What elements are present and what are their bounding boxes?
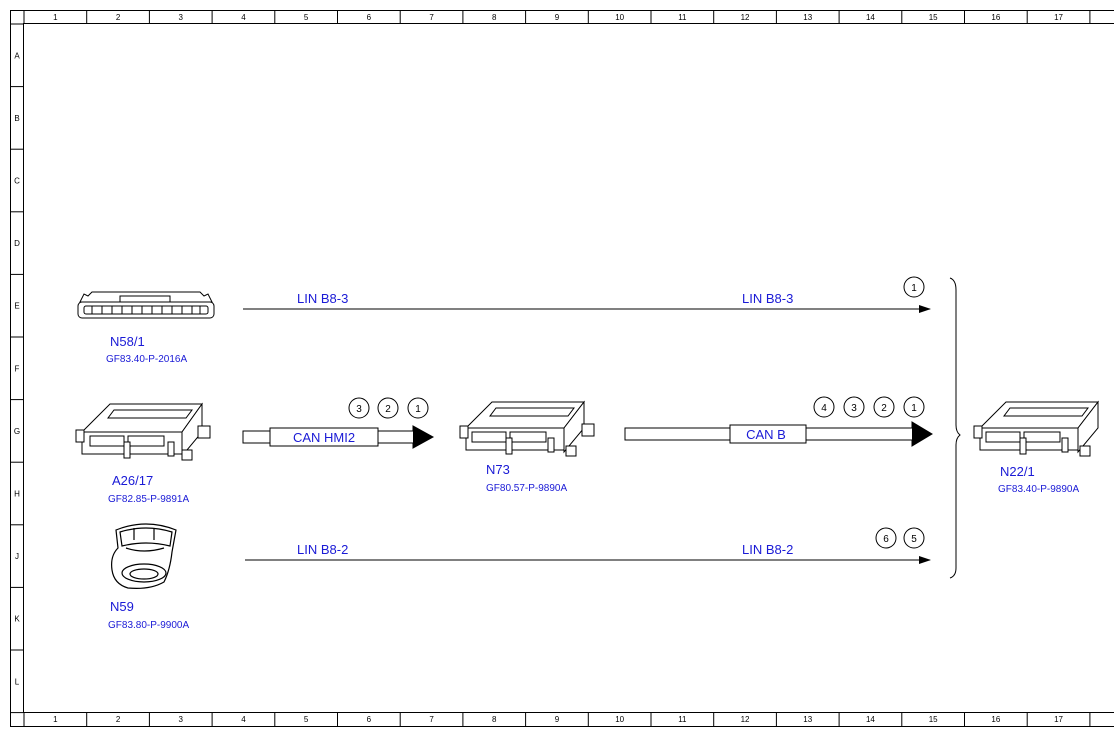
n22-1-module-icon — [973, 400, 1100, 457]
grid-column-label: 3 — [179, 715, 184, 724]
connector-circle: 2 — [873, 396, 895, 418]
lin-b8-3-label-left: LIN B8-3 — [297, 291, 348, 306]
connector-number: 2 — [385, 404, 391, 415]
grid-column-label: 13 — [803, 715, 812, 724]
n73-ref: GF80.57-P-9890A — [486, 483, 567, 494]
grid-column-label: 1 — [53, 13, 58, 22]
grid-column-label: 12 — [741, 715, 750, 724]
lin-b8-2-label-left: LIN B8-2 — [297, 542, 348, 557]
lin-b8-3-bus: LIN B8-3 LIN B8-3 1 — [243, 276, 931, 313]
grid-column-label: 8 — [492, 13, 497, 22]
grid-row-label: L — [15, 677, 20, 686]
connector-circle: 5 — [903, 527, 925, 549]
grid-column-label: 12 — [741, 13, 750, 22]
n59-ref: GF83.80-P-9900A — [108, 620, 189, 631]
grid-column-label: 17 — [1054, 715, 1063, 724]
grid-column-label: 11 — [678, 715, 687, 724]
grid-column-label: 4 — [241, 13, 246, 22]
grid-row-label: F — [15, 364, 20, 373]
connector-number: 1 — [911, 403, 917, 414]
grid-column-label: 7 — [429, 715, 434, 724]
connector-circle: 1 — [903, 276, 925, 298]
connector-number: 1 — [415, 404, 421, 415]
grid-column-label: 2 — [116, 715, 121, 724]
a26-17-label: A26/17 — [112, 473, 153, 488]
grid-column-label: 3 — [179, 13, 184, 22]
grid-row-label: H — [14, 490, 20, 499]
grid-column-label: 9 — [555, 715, 560, 724]
n59-label: N59 — [110, 599, 134, 614]
n22-1-ref: GF83.40-P-9890A — [998, 484, 1079, 495]
grid-column-label: 8 — [492, 715, 497, 724]
connector-number: 3 — [356, 404, 362, 415]
connector-circle: 1 — [903, 396, 925, 418]
lin-b8-3-label-right: LIN B8-3 — [742, 291, 793, 306]
grid-row-label: B — [14, 114, 19, 123]
grid-row-label: J — [15, 552, 19, 561]
can-b-label: CAN B — [746, 427, 786, 442]
grid-column-label: 6 — [367, 13, 372, 22]
bus-bracket — [949, 277, 961, 579]
n22-1-label: N22/1 — [1000, 464, 1035, 479]
n73-module-icon — [459, 400, 595, 457]
grid-column-label: 7 — [429, 13, 434, 22]
grid-column-label: 1 — [53, 715, 58, 724]
connector-circle: 2 — [377, 397, 399, 419]
grid-column-label: 5 — [304, 715, 309, 724]
grid-column-label: 6 — [367, 715, 372, 724]
grid-row-labels-left: A B C D E F G H J K L — [11, 23, 23, 714]
n59-module-icon — [111, 523, 177, 589]
can-hmi2-label: CAN HMI2 — [293, 430, 355, 445]
grid-column-label: 15 — [929, 715, 938, 724]
n58-1-module-icon — [77, 291, 215, 319]
can-b-bus: CAN B 4 3 2 1 — [624, 396, 933, 447]
grid-column-label: 16 — [991, 13, 1000, 22]
grid-row-label: D — [14, 239, 20, 248]
drawing-frame — [10, 10, 1114, 727]
connector-circle: 3 — [348, 397, 370, 419]
grid-column-label: 4 — [241, 715, 246, 724]
connector-number: 6 — [883, 534, 889, 545]
grid-column-label: 2 — [116, 13, 121, 22]
grid-row-label: G — [14, 427, 20, 436]
grid-column-label: 14 — [866, 13, 875, 22]
connector-circle: 3 — [843, 396, 865, 418]
connector-number: 4 — [821, 403, 827, 414]
connector-circle: 6 — [875, 527, 897, 549]
grid-row-label: A — [14, 51, 20, 60]
grid-column-label: 10 — [615, 13, 624, 22]
connector-circle: 4 — [813, 396, 835, 418]
connector-number: 5 — [911, 534, 917, 545]
lin-b8-2-bus: LIN B8-2 LIN B8-2 6 5 — [245, 527, 931, 564]
grid-column-label: 13 — [803, 13, 812, 22]
grid-column-label: 9 — [555, 13, 560, 22]
connector-circle: 1 — [407, 397, 429, 419]
grid-column-label: 5 — [304, 13, 309, 22]
n73-label: N73 — [486, 462, 510, 477]
connector-number: 3 — [851, 403, 857, 414]
n58-1-label: N58/1 — [110, 334, 145, 349]
grid-column-label: 14 — [866, 715, 875, 724]
can-hmi2-bus: CAN HMI2 3 2 1 — [242, 397, 435, 449]
grid-row-label: C — [14, 177, 20, 186]
grid-column-label: 11 — [678, 13, 687, 22]
connector-number: 2 — [881, 403, 887, 414]
grid-row-label: K — [14, 615, 20, 624]
connector-number: 1 — [911, 283, 917, 294]
grid-row-label: E — [14, 302, 19, 311]
grid-column-label: 15 — [929, 13, 938, 22]
lin-b8-2-label-right: LIN B8-2 — [742, 542, 793, 557]
n58-1-ref: GF83.40-P-2016A — [106, 354, 187, 365]
a26-17-module-icon — [75, 402, 211, 461]
grid-column-label: 10 — [615, 715, 624, 724]
a26-17-ref: GF82.85-P-9891A — [108, 494, 189, 505]
grid-column-label: 17 — [1054, 13, 1063, 22]
grid-column-label: 16 — [991, 715, 1000, 724]
